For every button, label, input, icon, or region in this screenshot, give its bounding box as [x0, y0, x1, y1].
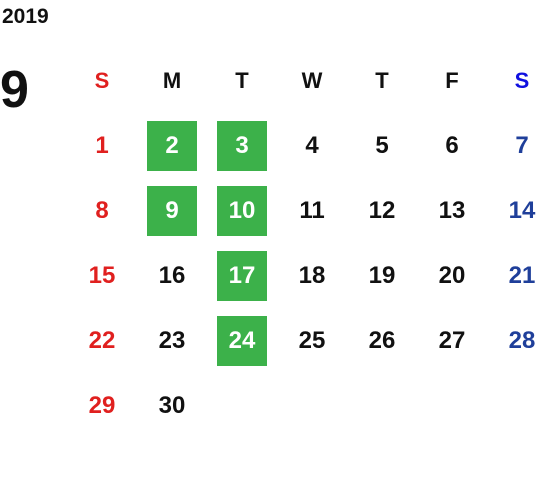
day-cell-marked[interactable]: 2 — [137, 120, 207, 171]
day-cell[interactable]: 16 — [137, 251, 207, 301]
day-number: 28 — [508, 326, 536, 354]
day-number: 13 — [438, 196, 466, 224]
day-cell[interactable]: 1 — [67, 121, 137, 171]
day-number: 19 — [368, 261, 396, 289]
day-number: 22 — [88, 326, 116, 354]
day-number: 1 — [95, 131, 109, 159]
day-number: 27 — [438, 326, 466, 354]
day-cell-marked[interactable]: 24 — [207, 315, 277, 366]
empty-day-cell — [417, 381, 487, 431]
day-number: 23 — [158, 326, 186, 354]
day-cell[interactable]: 14 — [487, 186, 548, 236]
day-number: 10 — [217, 185, 267, 236]
day-number: 18 — [298, 261, 326, 289]
day-number: 11 — [299, 196, 325, 224]
day-number: 4 — [305, 131, 319, 159]
day-number — [287, 381, 337, 431]
year-label: 2019 — [2, 5, 49, 28]
empty-day-cell — [487, 381, 548, 431]
day-cell[interactable]: 23 — [137, 316, 207, 366]
day-number — [357, 381, 407, 431]
day-cell[interactable]: 25 — [277, 316, 347, 366]
empty-day-cell — [207, 381, 277, 431]
day-number: 30 — [158, 391, 186, 419]
day-cell[interactable]: 30 — [137, 381, 207, 431]
weekday-header-wednesday: W — [301, 67, 323, 93]
day-number: 29 — [88, 391, 116, 419]
week-row: 8 9 10 11 12 13 14 — [67, 178, 548, 243]
day-number: 26 — [368, 326, 396, 354]
day-cell[interactable]: 4 — [277, 121, 347, 171]
empty-day-cell — [277, 381, 347, 431]
day-number — [497, 381, 547, 431]
day-cell[interactable]: 7 — [487, 121, 548, 171]
weekday-header-sunday: S — [94, 67, 110, 93]
week-row: 22 23 24 25 26 27 28 — [67, 308, 548, 373]
day-number: 20 — [438, 261, 466, 289]
day-cell[interactable]: 18 — [277, 251, 347, 301]
day-cell[interactable]: 6 — [417, 121, 487, 171]
day-number: 7 — [515, 131, 529, 159]
day-number: 6 — [445, 131, 459, 159]
day-cell-marked[interactable]: 9 — [137, 185, 207, 236]
week-row: 29 30 — [67, 373, 548, 438]
day-cell[interactable]: 15 — [67, 251, 137, 301]
day-number: 14 — [508, 196, 536, 224]
day-number — [217, 381, 267, 431]
day-cell-marked[interactable]: 10 — [207, 185, 277, 236]
day-cell[interactable]: 27 — [417, 316, 487, 366]
day-number: 21 — [508, 261, 536, 289]
month-number: 9 — [0, 61, 29, 119]
weekday-header-row: S M T W T F S — [67, 48, 548, 113]
day-number: 16 — [158, 261, 186, 289]
day-number: 25 — [298, 326, 326, 354]
day-cell[interactable]: 22 — [67, 316, 137, 366]
day-number: 17 — [217, 250, 267, 301]
empty-day-cell — [347, 381, 417, 431]
day-cell[interactable]: 20 — [417, 251, 487, 301]
day-number: 15 — [88, 261, 116, 289]
day-cell[interactable]: 8 — [67, 186, 137, 236]
weekday-header-tuesday: T — [235, 67, 249, 93]
day-number: 8 — [95, 196, 109, 224]
day-cell[interactable]: 11 — [277, 186, 347, 236]
day-cell-marked[interactable]: 3 — [207, 120, 277, 171]
day-cell[interactable]: 13 — [417, 186, 487, 236]
day-number: 24 — [217, 315, 267, 366]
day-cell[interactable]: 28 — [487, 316, 548, 366]
day-cell[interactable]: 19 — [347, 251, 417, 301]
weekday-header-friday: F — [445, 67, 459, 93]
weekday-header-saturday: S — [514, 67, 530, 93]
day-cell[interactable]: 12 — [347, 186, 417, 236]
weekday-header-thursday: T — [375, 67, 389, 93]
weekday-header-monday: M — [162, 67, 182, 93]
day-cell[interactable]: 26 — [347, 316, 417, 366]
day-number — [427, 381, 477, 431]
day-number: 3 — [217, 120, 267, 171]
day-cell[interactable]: 29 — [67, 381, 137, 431]
day-number: 2 — [147, 120, 197, 171]
day-number: 5 — [375, 131, 389, 159]
day-cell[interactable]: 21 — [487, 251, 548, 301]
day-cell-marked[interactable]: 17 — [207, 250, 277, 301]
day-number: 12 — [368, 196, 396, 224]
day-number: 9 — [147, 185, 197, 236]
day-cell[interactable]: 5 — [347, 121, 417, 171]
week-row: 15 16 17 18 19 20 21 — [67, 243, 548, 308]
